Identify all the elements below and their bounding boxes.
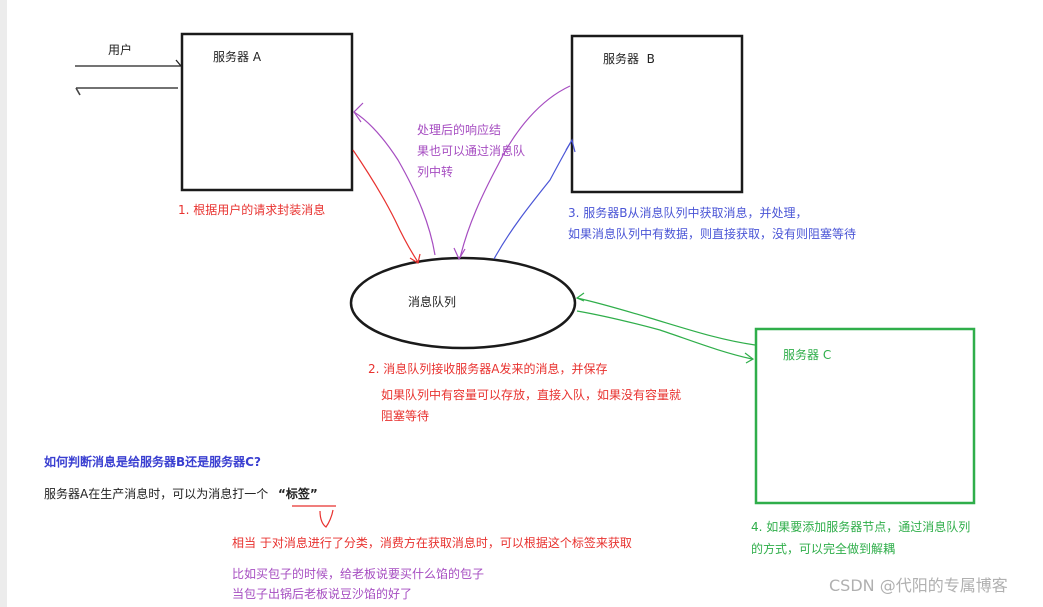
answer-prefix: 服务器A在生产消息时，可以为消息打一个 [44,487,269,501]
blue-arrow-queue-to-b [493,138,576,260]
step3-line-1: 3. 服务器B从消息队列中获取消息，并处理， [568,206,808,220]
user-label: 用户 [108,43,133,57]
server-a-box [180,32,354,192]
step3-line-2: 如果消息队列中有数据，则直接获取，没有则阻塞等待 [568,227,857,241]
step2-detail-line-1: 如果队列中有容量可以存放，直接入队，如果没有容量就 [381,388,682,402]
purple-note-line-2: 果也可以通过消息队 [417,144,526,158]
green-arrow-queue-to-c [576,310,755,364]
server-c-label: 服务器 C [783,348,832,362]
example-line-1: 比如买包子的时候，给老板说要买什么馅的包子 [232,567,485,581]
step2-detail-line-2: 阻塞等待 [381,409,430,423]
green-arrow-c-to-queue [575,292,756,346]
step2-text: 2. 消息队列接收服务器A发来的消息，并保存 [368,362,608,376]
server-c-box [754,327,976,505]
step4-line-2: 的方式，可以完全做到解耦 [751,542,896,556]
left-gutter [0,0,7,607]
server-b-label: 服务器 B [603,52,655,66]
queue-ellipse [349,256,577,350]
answer-tag: “标签” [278,487,318,501]
answer-text: 服务器A在生产消息时，可以为消息打一个 “标签” [44,486,318,502]
tag-underline-arrow [292,505,336,528]
csdn-watermark: CSDN @代阳的专属博客 [829,576,1008,595]
purple-note-line-3: 列中转 [417,165,454,179]
queue-label: 消息队列 [408,295,457,309]
example-line-2: 当包子出锅后老板说豆沙馅的好了 [232,587,413,601]
red-arrow-a-to-queue [352,149,421,264]
question-heading: 如何判断消息是给服务器B还是服务器C? [44,455,261,469]
step1-text: 1. 根据用户的请求封装消息 [178,203,326,217]
server-b-box [570,34,744,194]
user-response-arrow [75,87,178,96]
tag-explanation: 相当 于对消息进行了分类，消费方在获取消息时，可以根据这个标签来获取 [232,536,632,550]
purple-arrow-queue-to-a [353,102,436,256]
purple-note-line-1: 处理后的响应结 [417,123,502,137]
user-request-arrow [75,59,182,67]
server-a-label: 服务器 A [213,50,262,64]
step4-line-1: 4. 如果要添加服务器节点，通过消息队列 [751,520,971,534]
purple-arrow-b-to-queue [453,85,571,261]
